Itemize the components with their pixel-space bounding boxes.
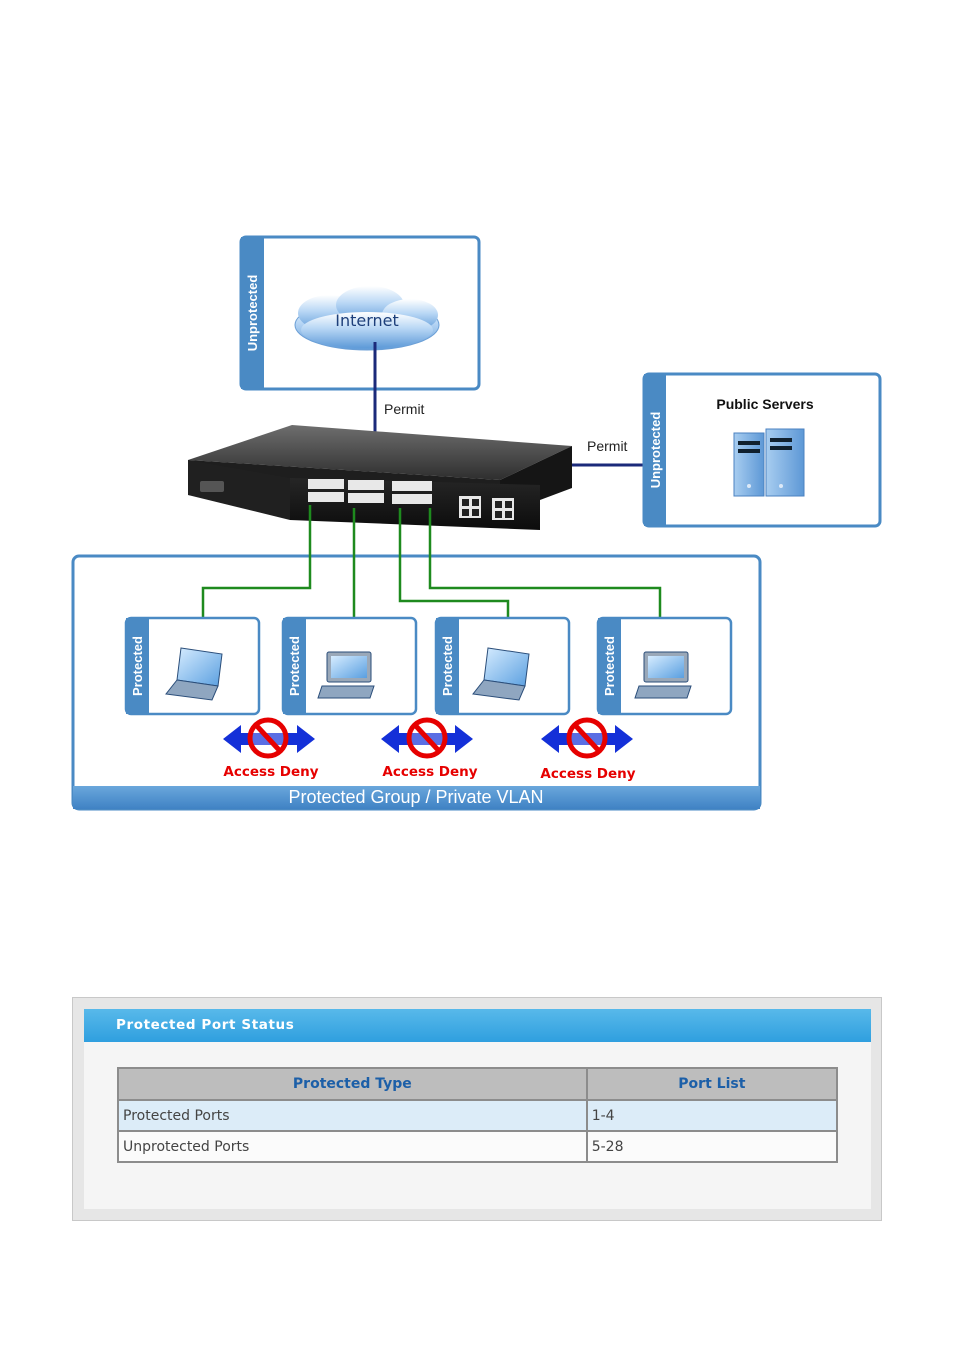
port-list-cell: 5-28	[585, 1130, 839, 1163]
no-entry-icon	[566, 717, 608, 759]
group-label: Protected Group / Private VLAN	[288, 787, 543, 807]
protected-type-cell: Protected Ports	[117, 1099, 588, 1132]
access-deny-label-2: Access Deny	[382, 764, 477, 780]
status-table: Protected Type Port List Protected Ports…	[117, 1067, 839, 1163]
internet-zone-label: Unprotected	[245, 275, 260, 352]
protected-type-cell: Unprotected Ports	[117, 1130, 588, 1163]
permit-label-right: Permit	[587, 438, 628, 454]
access-deny-label-1: Access Deny	[223, 764, 318, 780]
no-entry-icon	[406, 717, 448, 759]
protected-label-2: Protected	[287, 636, 302, 696]
table-row: Protected Ports 1-4	[117, 1099, 839, 1132]
protected-port-status-panel: Protected Port Status Protected Type Por…	[72, 997, 882, 1221]
laptop-icon	[472, 647, 530, 701]
access-deny-1: Access Deny	[223, 717, 319, 780]
internet-label: Internet	[335, 311, 399, 330]
protected-label-1: Protected	[130, 636, 145, 696]
table-header-row: Protected Type Port List	[117, 1067, 839, 1101]
internet-cloud-icon	[294, 286, 440, 351]
servers-zone-label: Unprotected	[648, 412, 663, 489]
switch-icon	[188, 425, 572, 530]
permit-label-top: Permit	[384, 401, 425, 417]
host-box-1: Protected	[124, 616, 261, 716]
host-box-2: Protected	[281, 616, 418, 716]
protected-label-4: Protected	[602, 636, 617, 696]
access-deny-label-3: Access Deny	[540, 766, 635, 782]
panel-title: Protected Port Status	[84, 1009, 871, 1042]
column-header-port-list: Port List	[585, 1067, 839, 1101]
access-deny-2: Access Deny	[381, 717, 478, 780]
panel-body: Protected Port Status Protected Type Por…	[84, 1009, 871, 1209]
access-deny-3: Access Deny	[540, 717, 636, 782]
desktop-pc-icon	[634, 651, 692, 699]
servers-title: Public Servers	[716, 396, 813, 412]
internet-zone: Unprotected Internet	[239, 235, 481, 391]
laptop-icon	[165, 647, 223, 701]
servers-zone: Unprotected Public Servers	[642, 372, 882, 528]
port-list-cell: 1-4	[585, 1099, 839, 1132]
host-box-3: Protected	[434, 616, 571, 716]
host-box-4: Protected	[596, 616, 733, 716]
protected-label-3: Protected	[440, 636, 455, 696]
no-entry-icon	[247, 717, 289, 759]
server-icon	[733, 428, 805, 497]
column-header-protected-type: Protected Type	[117, 1067, 588, 1101]
table-row: Unprotected Ports 5-28	[117, 1130, 839, 1163]
desktop-pc-icon	[317, 651, 375, 699]
network-diagram: Unprotected Internet Permit Permit Unpro…	[71, 235, 882, 811]
